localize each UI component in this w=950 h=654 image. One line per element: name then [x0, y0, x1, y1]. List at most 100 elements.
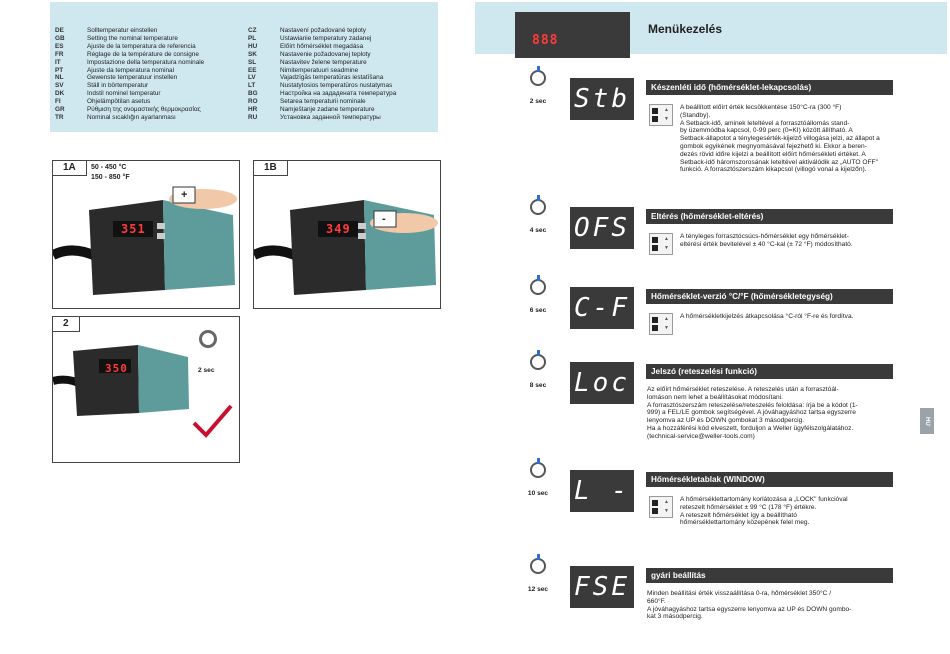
description-line: Ha a hozzáférési kód elveszett, forduljo…	[647, 424, 854, 432]
language-text: Установка заданной температуры	[280, 113, 381, 121]
description-line: by üzemmódba kapcsol, 0-99 perc (0=KI) k…	[680, 127, 853, 135]
panel-tag: 1A	[53, 161, 87, 176]
language-code: PT	[55, 66, 64, 74]
language-row: DK Indstil nominel temperatur	[55, 90, 204, 98]
language-text: Nominal sıcaklığın ayarlanması	[87, 113, 176, 121]
description-line: 660°F.	[647, 597, 666, 605]
description-line: Az előírt hőmérséklet reteszelése. A ret…	[647, 386, 839, 393]
language-text: Nastavenie požadovanej teploty	[280, 50, 371, 58]
language-text: Nustatytosios temperatūros nustatymas	[280, 82, 393, 90]
menu-section-description: Minden beállítási érték visszaállítása 0…	[647, 590, 897, 621]
description-line: gombok egyikének megnyomásával fejezhető…	[680, 142, 867, 150]
station-front-illustration	[515, 12, 630, 58]
segment-display: FSE	[570, 566, 634, 608]
language-row: HU Előírt hőmérséklet megadása	[248, 43, 396, 51]
panel-2: 2 350 2 sec	[52, 316, 240, 463]
checkmark-icon	[192, 404, 233, 438]
hold-duration: 2 sec	[529, 98, 547, 105]
plus-key-label: +	[181, 189, 188, 201]
language-code: DE	[55, 27, 64, 34]
description-line: Setback-állapotot a ténylegesérték-kijel…	[680, 135, 880, 143]
language-row: FR Réglage de la température de consigne	[55, 51, 204, 59]
menu-section-title: Hőmérsékletablak (WINDOW)	[646, 472, 893, 487]
language-text: Namještanje zadane temperature	[280, 106, 375, 114]
language-text: Setarea temperaturii nominale	[280, 98, 366, 106]
language-text: Nastavitev želene temperature	[280, 58, 367, 66]
description-line: A forrasztószerszám reteszelése/reteszel…	[647, 401, 858, 409]
language-code: GR	[55, 106, 65, 114]
language-text: Előírt hőmérséklet megadása	[280, 42, 364, 50]
language-text: Solltemperatur einstellen	[87, 27, 158, 34]
language-code: TR	[55, 113, 64, 121]
language-code: FI	[55, 98, 61, 106]
description-line: dezés rövid időre kijelzi a beállított e…	[680, 150, 866, 158]
menu-section-title: gyári beállítás	[646, 568, 893, 583]
spec-celsius: 50 - 450 °C	[91, 164, 127, 171]
timer-icon	[530, 66, 546, 86]
hold-duration: 4 sec	[529, 227, 547, 234]
language-code: RU	[248, 113, 258, 121]
menu-section-description: Az előírt hőmérséklet reteszelése. A ret…	[647, 386, 897, 441]
language-box	[50, 2, 438, 132]
menu-section-description: A beállított előírt érték lecsökkentése …	[680, 104, 900, 174]
timer-icon	[530, 275, 546, 295]
description-line: A hőmérsékletkijelzés átkapcsolása °C-ró…	[680, 313, 854, 320]
language-code: LT	[248, 82, 256, 90]
language-text: Ustawianie temperatury zadanej	[280, 34, 372, 42]
menu-section-title: Hőmérséklet-verzió °C/°F (hőmérsékletegy…	[646, 289, 893, 304]
hold-duration: 6 sec	[529, 307, 547, 314]
menu-section-description: A hőmérséklettartomány korlátozása a „LO…	[680, 496, 900, 527]
segment-display: OFS	[570, 207, 634, 249]
timer-icon	[530, 458, 546, 478]
menu-section-title: Eltérés (hőmérséklet-eltérés)	[646, 209, 893, 224]
language-code: SK	[248, 50, 257, 58]
menu-section-title: Készenléti idő (hőmérséklet-lekapcsolás)	[646, 80, 893, 95]
description-line: A hőmérséklettartomány korlátozása a „LO…	[680, 496, 848, 503]
language-code: HU	[248, 42, 258, 50]
timer-icon	[530, 554, 546, 574]
panel-1b: 1B 349 -	[253, 160, 441, 309]
language-text: Nastavení požadované teploty	[280, 27, 366, 34]
language-text: Ajuste de la temperatura de referencia	[87, 42, 196, 50]
panel-tag: 2	[53, 317, 80, 332]
menu-section-title: Jelszó (reteszelési funkció)	[646, 364, 893, 379]
language-row: DE Solltemperatur einstellen	[55, 27, 204, 35]
language-text: Gewenste temperatuur instellen	[87, 74, 178, 82]
language-code: LV	[248, 74, 256, 82]
segment-display: C-F	[570, 287, 634, 329]
language-row: TR Nominal sıcaklığın ayarlanması	[55, 114, 204, 122]
description-line: lomáson nem lehet a beállításokat módosí…	[647, 393, 783, 401]
language-code: IT	[55, 58, 61, 66]
description-line: hőmérséklettartomány közepének felel meg…	[680, 519, 810, 527]
description-line: (technical-service@weller-tools.com)	[647, 432, 755, 440]
language-text: Настройка на зададената температура	[280, 90, 397, 98]
language-text: Réglage de la température de consigne	[87, 50, 199, 58]
temperature-display: 351	[121, 222, 146, 236]
panel-1a: 1A 50 - 450 °C 150 - 850 °F 351 +	[52, 160, 240, 309]
language-text: Setting the nominal temperature	[87, 34, 178, 42]
panel-tag: 1B	[254, 161, 288, 176]
menu-section-description: A tényleges forrasztócsúcs-hőmérséklet e…	[680, 233, 900, 249]
language-code: DK	[55, 90, 65, 98]
language-code: FR	[55, 50, 64, 58]
description-line: A tényleges forrasztócsúcs-hőmérséklet e…	[680, 233, 849, 240]
language-code: EE	[248, 66, 257, 74]
language-text: Indstil nominel temperatur	[87, 90, 161, 98]
description-line: reteszelt hőmérséklet ± 99 °C (178 °F) é…	[680, 503, 817, 511]
description-line: A reteszelt hőmérséklet így a beállíthat…	[680, 511, 797, 519]
